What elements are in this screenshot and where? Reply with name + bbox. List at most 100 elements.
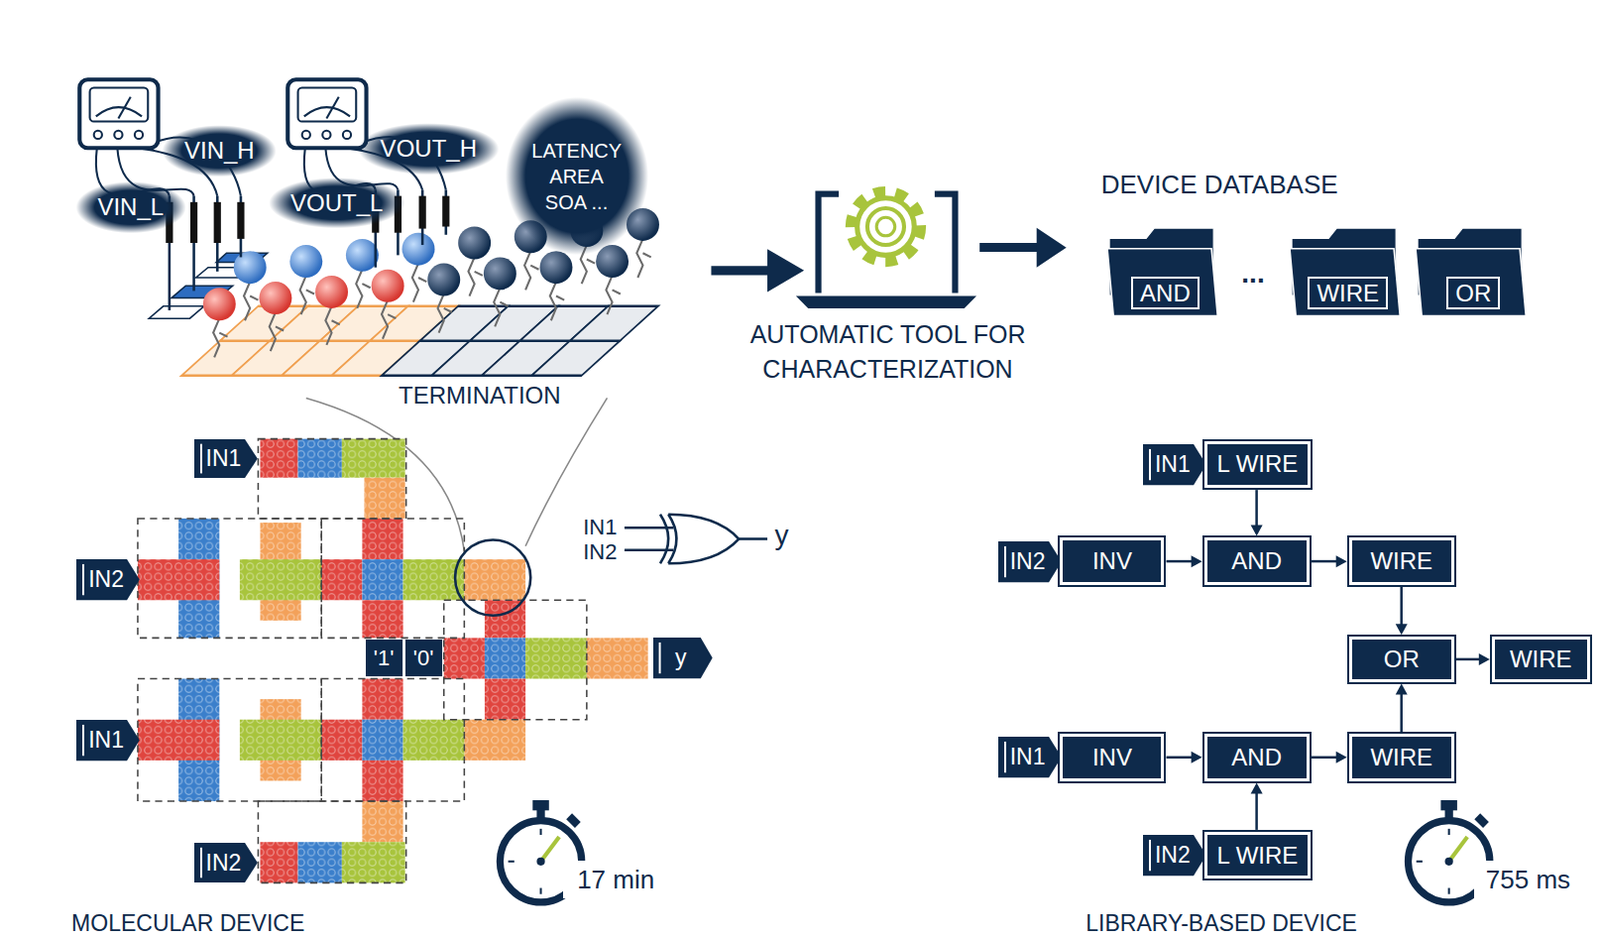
box-node: WIRE — [1489, 634, 1593, 684]
molecular-cells — [463, 719, 526, 761]
block-label: WIRE — [1370, 549, 1433, 573]
box-node: OR — [1347, 634, 1457, 684]
voltmeter — [96, 107, 142, 116]
molecular-cells — [342, 841, 406, 883]
molecular-cells — [137, 559, 220, 600]
box-fill: INV — [1062, 540, 1161, 582]
voltmeter — [326, 97, 339, 119]
label: TERMINATION — [394, 382, 566, 411]
signal-tag: IN1 — [1154, 453, 1191, 476]
signal-tag: IN2 — [1154, 843, 1191, 867]
block-label: AND — [1231, 745, 1282, 770]
probe-handles — [442, 196, 450, 228]
stopwatch-icon — [508, 860, 515, 863]
molecular-cells — [484, 679, 526, 720]
arrowhead — [1395, 684, 1408, 695]
connector — [979, 228, 1066, 268]
molecular-cells — [239, 559, 322, 600]
tag-body — [653, 637, 713, 679]
tool-caption: AUTOMATIC TOOL FOR CHARACTERIZATION — [739, 317, 1037, 387]
label: IN2 — [582, 539, 617, 565]
stopwatch-icon — [1448, 888, 1451, 895]
molecule-sticks — [269, 312, 284, 351]
termination-circle — [455, 540, 531, 616]
molecular-cells — [361, 518, 403, 560]
box-node: L WIRE — [1202, 829, 1314, 882]
molecular-cells — [525, 637, 587, 679]
laptop-icon — [857, 198, 915, 256]
molecular-cells — [342, 439, 406, 478]
signal-tag: IN2 — [1010, 550, 1046, 573]
block-label: L WIRE — [1217, 843, 1299, 868]
molecule-spheres — [258, 281, 292, 315]
molecular-cells — [259, 439, 298, 478]
tag-bar — [200, 847, 203, 878]
stopwatch-icon — [536, 857, 545, 866]
arrowhead — [1336, 555, 1348, 568]
tag-bar — [82, 724, 85, 756]
stopwatch-icon — [1445, 857, 1454, 866]
arrowhead — [1336, 751, 1348, 764]
folder-label: OR — [1446, 276, 1500, 310]
folder-front — [1415, 248, 1526, 317]
process-arrow — [767, 248, 804, 292]
tag-bar — [82, 564, 85, 595]
arrowhead — [1479, 653, 1490, 666]
substrate-grid — [531, 341, 620, 376]
box-fill: WIRE — [1352, 736, 1452, 779]
molecular-cells — [321, 559, 362, 600]
laptop-icon — [796, 192, 977, 309]
tag-body — [365, 639, 403, 677]
signal-tag: IN1 — [206, 447, 242, 470]
molecular-cells — [361, 719, 403, 761]
tag-node: IN1 — [998, 736, 1062, 778]
cell-boundaries — [321, 518, 464, 638]
laptop-node: AUTOMATIC TOOL FOR CHARACTERIZATION — [796, 183, 980, 312]
voltmeter — [302, 130, 311, 139]
molecular-cells — [361, 800, 403, 842]
label: LIBRARY-BASED DEVICE — [1085, 909, 1358, 935]
time-value: 17 min — [576, 866, 655, 893]
block-label: INV — [1092, 745, 1133, 770]
tag-node: y — [653, 637, 713, 679]
signal-name: VOUT_L — [268, 177, 405, 229]
molecule-sticks — [325, 306, 340, 345]
molecular-cells — [239, 719, 322, 761]
molecule-spheres — [457, 227, 491, 260]
box-node: WIRE — [1347, 535, 1457, 587]
cell-boundaries — [137, 518, 322, 638]
connector-line — [1255, 489, 1258, 527]
tag-body — [998, 736, 1062, 778]
molecule-sticks — [467, 256, 482, 296]
molecule-spheres — [315, 275, 348, 309]
molecule-spheres — [345, 238, 379, 272]
tag-body — [405, 639, 443, 677]
molecule-sticks — [213, 318, 228, 357]
voltmeter — [117, 97, 130, 119]
signal-tag: IN2 — [88, 568, 124, 591]
molecule-sticks — [493, 287, 508, 327]
voltmeter — [134, 130, 143, 139]
connector-line — [1166, 756, 1194, 760]
molecular-cells — [586, 637, 649, 679]
molecular-cells — [361, 559, 403, 600]
stopwatch-icon — [541, 836, 561, 862]
molecular-cells — [361, 599, 403, 638]
substrate-grid — [570, 306, 659, 342]
label: y — [775, 519, 790, 552]
connector-line — [1399, 586, 1403, 626]
box-node: L WIRE — [1202, 439, 1314, 491]
folder-front — [1107, 248, 1218, 317]
box-node: WIRE — [1347, 731, 1457, 784]
folder-node: OR — [1413, 224, 1528, 319]
block-label: WIRE — [1370, 745, 1433, 770]
molecular-cells — [137, 439, 649, 884]
connector-line — [1311, 756, 1339, 760]
molecular-cells — [298, 841, 343, 883]
molecular-cells — [259, 841, 298, 883]
laptop-icon — [876, 217, 896, 236]
molecular-cells — [484, 637, 526, 679]
cell-boundaries — [257, 800, 406, 883]
molecular-cells — [361, 679, 403, 720]
signal-name: VIN_L — [75, 181, 186, 233]
